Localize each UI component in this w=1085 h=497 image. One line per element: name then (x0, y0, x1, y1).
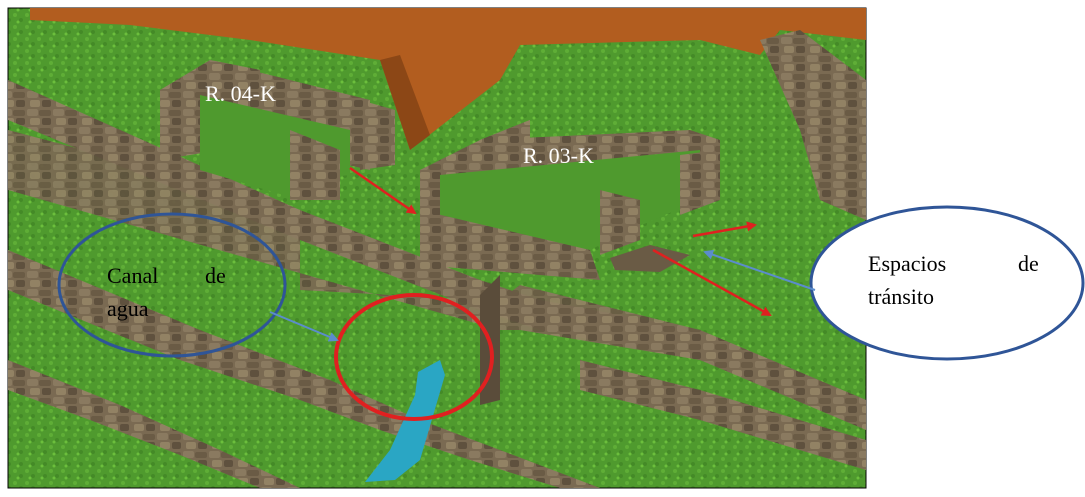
transit-label-line2: tránsito (868, 284, 934, 309)
flow-arrow-transit-2 (652, 248, 772, 317)
room-r04k (160, 60, 395, 200)
room-r03k (420, 120, 720, 280)
room-label-r04k: R. 04-K (205, 81, 276, 106)
main-wall (8, 130, 866, 420)
render-image: R. 04-K R. 03-K (7, 7, 867, 489)
canal-highlight-circle (334, 293, 494, 421)
transit-label-word1: Espacios (868, 251, 946, 276)
transit-callout-ellipse (809, 205, 1085, 361)
room-label-r03k: R. 03-K (523, 143, 594, 168)
transit-callout: Espacios de tránsito (703, 205, 1085, 361)
canal-label-word2: de (205, 263, 226, 288)
earth-cut (30, 8, 866, 150)
flow-arrow-transit-1 (692, 221, 757, 238)
terrace-wall-3 (8, 360, 300, 488)
canal-label-word1: Canal (107, 263, 158, 288)
flow-arrow-rooms (349, 166, 417, 215)
water-channel (365, 360, 445, 482)
canal-label-line2: agua (107, 296, 149, 321)
terrace-wall-right (760, 30, 866, 220)
threshold-stone (610, 245, 690, 272)
flow-arrows (349, 166, 772, 317)
terrace-wall-4 (580, 360, 866, 470)
transit-label-word2: de (1018, 251, 1039, 276)
canal-callout: Canal de agua (57, 212, 339, 358)
canal-callout-arrow (269, 311, 339, 342)
transit-callout-arrow (703, 249, 816, 291)
canal-callout-ellipse (57, 212, 287, 358)
